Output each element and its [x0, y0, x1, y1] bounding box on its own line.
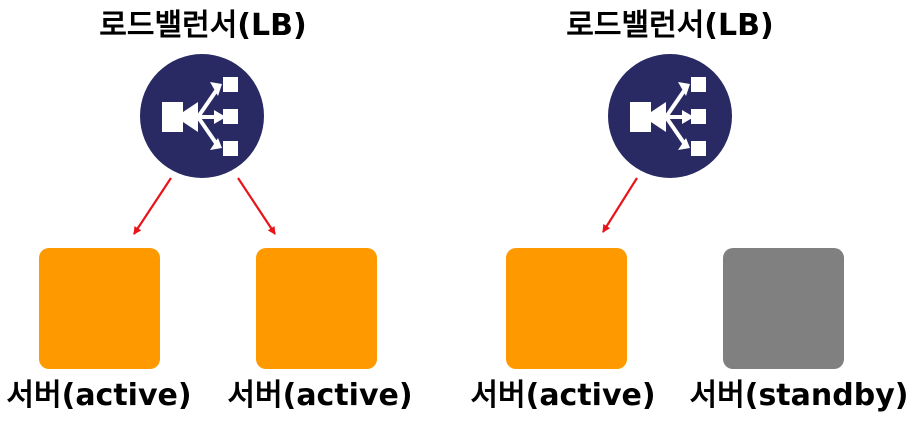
arrow-right-lb-to-active-server — [602, 177, 638, 233]
right-load-balancer-icon — [608, 54, 732, 178]
right-server-active — [506, 248, 627, 369]
right-server-standby-label: 서버(standby) — [689, 378, 909, 413]
arrow-left-lb-to-server-1 — [133, 177, 172, 235]
right-server-active-label: 서버(active) — [470, 378, 656, 413]
left-server-2-label: 서버(active) — [227, 378, 413, 413]
left-server-2 — [256, 248, 377, 369]
left-lb-title: 로드밸런서(LB) — [99, 8, 307, 43]
right-server-standby — [723, 248, 844, 369]
right-lb-title: 로드밸런서(LB) — [566, 8, 774, 43]
left-server-1 — [39, 248, 160, 369]
left-load-balancer-icon — [140, 54, 264, 178]
arrow-left-lb-to-server-2 — [237, 177, 276, 235]
left-server-1-label: 서버(active) — [6, 378, 192, 413]
